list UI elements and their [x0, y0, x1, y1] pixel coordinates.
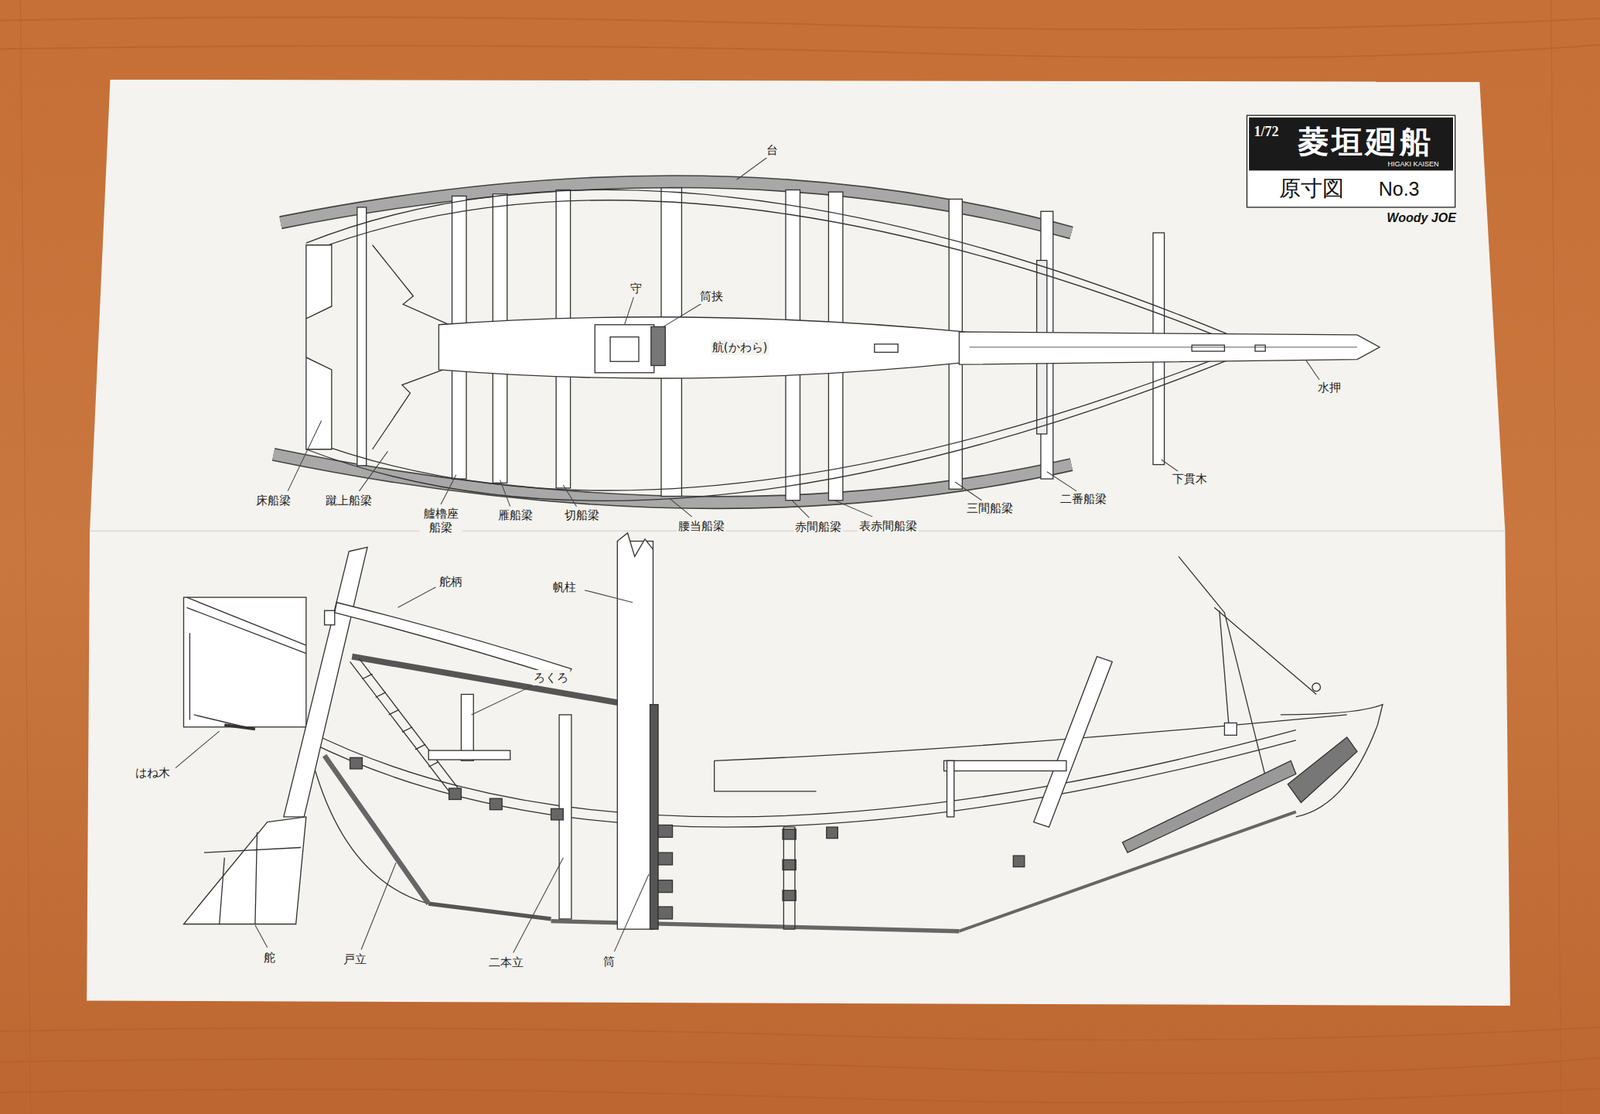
part-label: 床船梁 — [254, 492, 293, 509]
leader-lines — [175, 156, 1320, 952]
paper-sheet — [86, 79, 1511, 1006]
part-label: 台 — [764, 142, 780, 158]
part-label: 二番船梁 — [1058, 491, 1109, 507]
part-label: 下貫木 — [1170, 470, 1209, 487]
sheet-title: 菱垣廻船 — [1297, 126, 1434, 157]
title-block-text: 原寸図 — [1279, 177, 1345, 200]
title-block-text: HIGAKI KAISEN — [1387, 160, 1439, 168]
part-label: 舵柄 — [437, 573, 464, 590]
part-label: 帆柱 — [551, 579, 578, 595]
title-block-text: Woody JOE — [1386, 211, 1457, 225]
part-label: 艫櫓座 船梁 — [419, 505, 463, 536]
part-label: 雁船梁 — [496, 507, 535, 523]
part-label: 航(かわら) — [710, 339, 770, 355]
part-label: 筒挟 — [698, 288, 725, 304]
part-label: 舵 — [262, 949, 277, 966]
title-block-text: No.3 — [1378, 179, 1420, 199]
side-view — [184, 532, 1383, 932]
part-label: 筒 — [601, 953, 617, 969]
part-label: はね木 — [133, 764, 172, 781]
top-view — [273, 181, 1380, 503]
part-label: 水押 — [1316, 379, 1343, 396]
title-block-text: 1/72 — [1253, 124, 1279, 139]
part-label: 表赤間船梁 — [857, 518, 919, 534]
part-label: 守 — [628, 280, 644, 297]
part-label: 切船梁 — [562, 507, 601, 523]
part-label: 二本立 — [487, 954, 526, 970]
part-label: ろくろ — [532, 669, 570, 686]
part-label: 戸立 — [341, 951, 369, 967]
part-label: 腰当船梁 — [676, 518, 727, 534]
part-label: 三間船梁 — [965, 500, 1015, 516]
part-label: 赤間船梁 — [793, 518, 843, 535]
title-block — [1246, 115, 1455, 208]
part-label: 蹴上船梁 — [324, 492, 374, 509]
